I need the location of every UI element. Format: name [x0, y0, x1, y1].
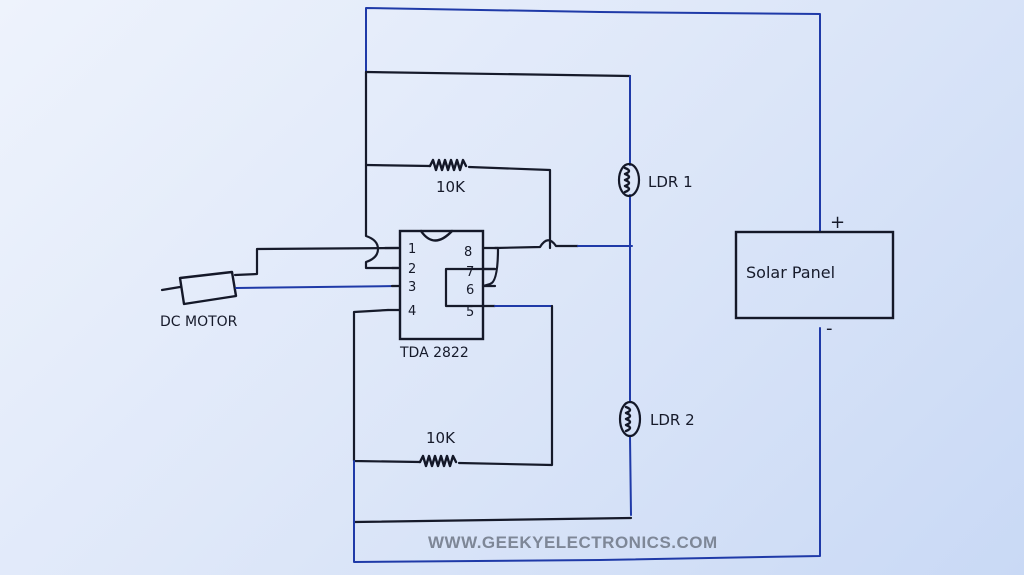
ldr-2: LDR 2 [618, 400, 695, 438]
wire-bottom [352, 327, 821, 563]
wire-top-inner [364, 70, 632, 166]
pin-3: 3 [408, 280, 416, 295]
ic-label: TDA 2822 [399, 345, 469, 361]
solar-plus-label: + [830, 212, 845, 233]
motor-label: DC MOTOR [160, 314, 238, 330]
resistor-bottom: 10K [352, 304, 554, 468]
resistor-top-label: 10K [436, 178, 466, 196]
solar-minus-label: - [826, 318, 833, 339]
ldr2-label: LDR 2 [650, 411, 695, 429]
resistor-bottom-label: 10K [426, 429, 456, 447]
pin-5: 5 [466, 305, 474, 320]
ldr1-label: LDR 1 [648, 173, 693, 191]
ic-tda2822: 1 2 3 4 8 7 6 5 TDA 2822 [383, 229, 497, 361]
ic-right-wiring [444, 239, 633, 308]
ldr-column [629, 194, 632, 516]
watermark: WWW.GEEKYELECTRONICS.COM [428, 533, 718, 552]
pin-7: 7 [466, 265, 474, 280]
solar-panel: Solar Panel + - [734, 212, 895, 339]
pin-4: 4 [408, 304, 416, 319]
dc-motor: DC MOTOR [160, 246, 400, 330]
ldr-1: LDR 1 [617, 162, 693, 198]
wire-top-outer [365, 7, 821, 233]
solar-panel-label: Solar Panel [746, 263, 835, 282]
pin-8: 8 [464, 245, 472, 260]
pin-6: 6 [466, 283, 474, 298]
pin-1: 1 [408, 242, 416, 257]
pin-2: 2 [408, 262, 416, 277]
resistor-top: 10K [364, 158, 552, 250]
wire-left-rail [364, 70, 400, 270]
